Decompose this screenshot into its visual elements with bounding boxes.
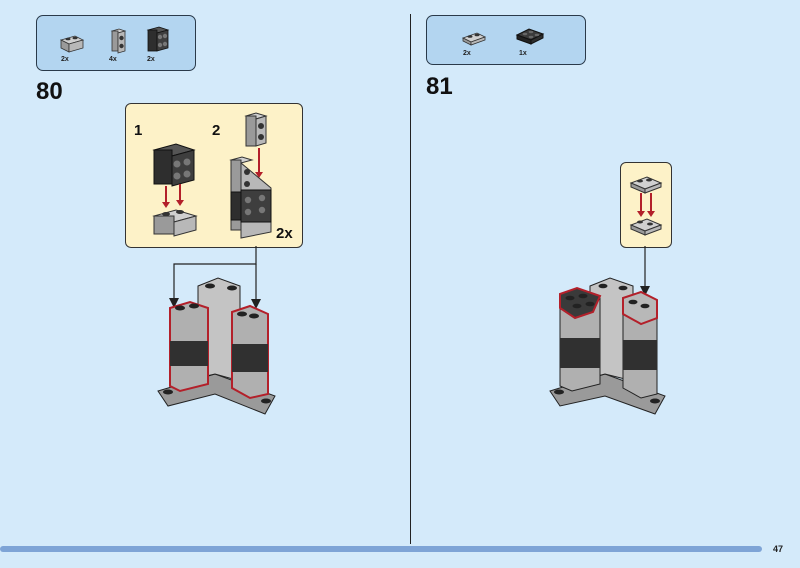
sub-assembly-callout: 1 2 2x (125, 103, 303, 248)
dark-gray-plate-corner-icon (515, 28, 545, 45)
light-gray-brick-side-studs-icon (110, 28, 127, 54)
multiplier: 2x (276, 225, 293, 242)
substep-number: 1 (134, 122, 143, 139)
substep-2-illustration (229, 112, 272, 239)
part-qty: 2x (147, 56, 155, 63)
page-divider (410, 14, 411, 544)
step-number: 81 (426, 73, 453, 100)
step-80-model (157, 246, 276, 415)
page-number: 47 (773, 544, 784, 554)
footer-bar (0, 546, 762, 552)
dark-gray-brick-side-studs-icon (146, 26, 170, 52)
step-number: 80 (36, 78, 63, 105)
part-qty: 2x (463, 50, 471, 57)
sub-assembly-callout (620, 162, 672, 248)
light-gray-brick-1x2-icon (59, 35, 85, 53)
light-gray-plate-1x2-icon (461, 32, 487, 46)
part-qty: 4x (109, 56, 117, 63)
substep-number: 2 (212, 122, 221, 139)
step-81-model (549, 246, 666, 415)
substep-1-illustration (152, 143, 198, 237)
part-qty: 1x (519, 50, 527, 57)
plate-stack-illustration (629, 176, 663, 236)
parts-list-step-81: 2x 1x (426, 15, 586, 65)
part-qty: 2x (61, 56, 69, 63)
parts-list-step-80: 2x 4x 2x (36, 15, 196, 71)
